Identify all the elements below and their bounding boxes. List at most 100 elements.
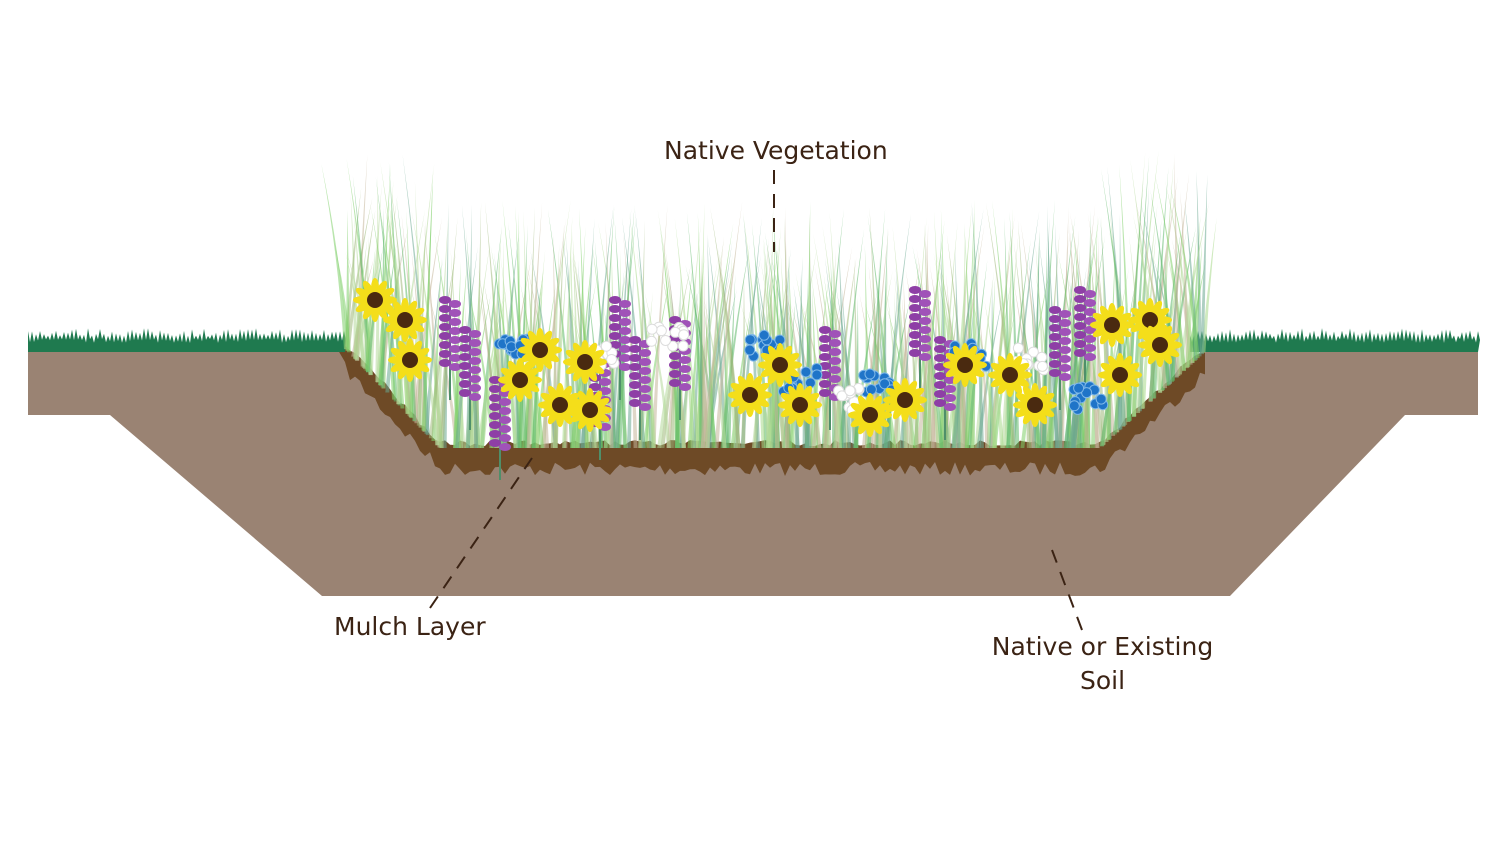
grass-blade — [637, 220, 645, 448]
black-eyed-susan-flower — [988, 353, 1032, 397]
bud — [1074, 286, 1086, 294]
floret — [879, 378, 891, 390]
bud — [944, 394, 956, 402]
floret — [667, 340, 679, 352]
bud — [669, 352, 681, 360]
bud — [1049, 369, 1061, 377]
bud — [1074, 331, 1086, 339]
bud — [934, 336, 946, 344]
bud — [1074, 349, 1086, 357]
black-eyed-susan-flower — [1128, 298, 1172, 342]
floret — [1068, 400, 1080, 412]
floret — [744, 344, 756, 356]
grass-blade — [693, 291, 704, 448]
bud — [499, 425, 511, 433]
grass-blade — [1201, 218, 1217, 353]
grass-blade — [971, 202, 984, 448]
bud — [1049, 306, 1061, 314]
bud — [489, 439, 501, 447]
bud — [639, 358, 651, 366]
bud — [1059, 346, 1071, 354]
bud — [619, 336, 631, 344]
black-eyed-susan-flower — [778, 383, 822, 427]
bud — [439, 314, 451, 322]
flower-center — [792, 397, 808, 413]
grass-blade — [480, 288, 507, 448]
grass-blade — [739, 301, 772, 448]
bud — [609, 323, 621, 331]
grass-blade — [531, 287, 541, 448]
grass-blade — [411, 247, 427, 432]
grass-blade — [476, 290, 505, 448]
bud — [679, 383, 691, 391]
grass-blade — [707, 237, 728, 448]
bud — [629, 363, 641, 371]
grass-blade — [435, 216, 449, 446]
grass-blade — [1000, 232, 1019, 448]
flower-center — [532, 342, 548, 358]
bud — [619, 318, 631, 326]
bud — [669, 361, 681, 369]
grass-blade — [424, 259, 443, 434]
grass-blade — [644, 291, 671, 448]
bud — [459, 326, 471, 334]
grass-blade — [1047, 306, 1074, 448]
grass-blade — [681, 300, 701, 448]
bud — [1049, 351, 1061, 359]
bud — [819, 353, 831, 361]
floret — [646, 335, 658, 347]
bud — [459, 380, 471, 388]
grass-blade — [1169, 184, 1200, 359]
native-soil-label-line2: Soil — [1079, 666, 1126, 695]
turf-strip-right — [1190, 328, 1480, 352]
black-eyed-susan-flower — [568, 388, 612, 432]
flower-center — [577, 354, 593, 370]
bud — [499, 416, 511, 424]
bud — [459, 344, 471, 352]
bud — [919, 299, 931, 307]
bud — [819, 326, 831, 334]
grass-blade — [714, 201, 743, 448]
bud — [629, 336, 641, 344]
bud — [919, 344, 931, 352]
bud — [919, 308, 931, 316]
bud — [469, 348, 481, 356]
grass-blade — [935, 250, 964, 448]
lavender-flower — [819, 326, 841, 430]
bud — [459, 353, 471, 361]
bud — [909, 349, 921, 357]
bud — [439, 341, 451, 349]
bud — [679, 356, 691, 364]
bud — [934, 399, 946, 407]
grass-blade — [680, 222, 701, 448]
grass-blade — [920, 220, 945, 448]
grass-blade — [1177, 201, 1210, 375]
bud — [469, 366, 481, 374]
white-flower-cluster — [646, 321, 690, 352]
bud — [679, 365, 691, 373]
flower-center — [1112, 367, 1128, 383]
flower-center — [397, 312, 413, 328]
bud — [609, 314, 621, 322]
grass-blade — [407, 275, 440, 446]
bud — [449, 336, 461, 344]
bud — [639, 367, 651, 375]
flower-center — [512, 372, 528, 388]
bud — [934, 354, 946, 362]
grass-blade — [660, 263, 692, 448]
floret — [864, 368, 876, 380]
flower-center — [552, 397, 568, 413]
grass-blade — [964, 212, 974, 448]
bud — [919, 335, 931, 343]
floret — [1012, 342, 1024, 354]
grass-blade — [1099, 301, 1129, 447]
native-soil-label-line1: Native or Existing — [991, 632, 1214, 661]
bud — [1084, 335, 1096, 343]
bud — [619, 345, 631, 353]
floret — [505, 341, 517, 353]
grass-blade — [984, 301, 1005, 448]
grass-blade — [657, 210, 686, 448]
lavender-flower — [1049, 306, 1071, 410]
bud — [919, 326, 931, 334]
bud — [1049, 333, 1061, 341]
